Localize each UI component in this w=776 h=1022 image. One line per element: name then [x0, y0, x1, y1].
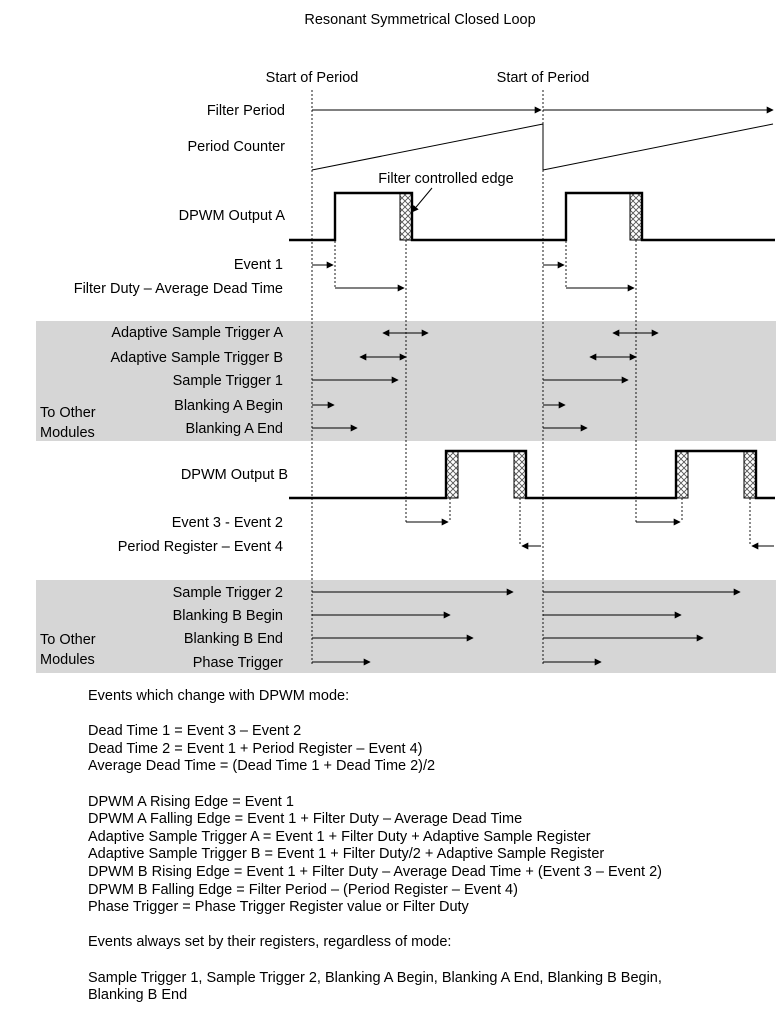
- filter-duty-label: Filter Duty – Average Dead Time: [74, 281, 283, 297]
- band2-side-line1: To Other: [40, 632, 96, 648]
- start-of-period-label-1: Start of Period: [266, 70, 359, 86]
- dpwm-b-hatch-2: [513, 450, 527, 499]
- equations-notes: Events which change with DPWM mode: Dead…: [88, 688, 768, 1005]
- band2-row-blank-b-end: Blanking B End: [184, 631, 283, 647]
- filter-period-label: Filter Period: [207, 103, 285, 119]
- dpwm-a-hatch-1: [399, 192, 413, 241]
- band1-row-adaptive-b: Adaptive Sample Trigger B: [111, 350, 283, 366]
- band2-row-sample-2: Sample Trigger 2: [173, 585, 283, 601]
- period-reg-label: Period Register – Event 4: [118, 539, 283, 555]
- dpwm-a-label: DPWM Output A: [179, 208, 286, 224]
- event1-label: Event 1: [234, 257, 283, 273]
- note-line: Sample Trigger 1, Sample Trigger 2, Blan…: [88, 969, 662, 986]
- band2-row-phase-trigger: Phase Trigger: [193, 655, 283, 671]
- note-line: Dead Time 2 = Event 1 + Period Register …: [88, 740, 423, 757]
- notes-heading-registers: Events always set by their registers, re…: [88, 934, 452, 951]
- note-line: DPWM B Rising Edge = Event 1 + Filter Du…: [88, 863, 662, 880]
- band1-row-adaptive-a: Adaptive Sample Trigger A: [111, 325, 283, 341]
- note-line: DPWM B Falling Edge = Filter Period – (P…: [88, 881, 518, 898]
- dpwm-b-hatch-3: [675, 450, 689, 499]
- dpwm-a-hatch-2: [629, 192, 643, 241]
- band1-side-line2: Modules: [40, 425, 95, 441]
- note-line: DPWM A Rising Edge = Event 1: [88, 793, 294, 810]
- diagram-title: Resonant Symmetrical Closed Loop: [304, 12, 535, 28]
- band-bottom: [36, 580, 776, 673]
- dpwm-a-waveform: [289, 191, 775, 242]
- dpwm-b-hatch-4: [743, 450, 757, 499]
- band1-row-blank-a-end: Blanking A End: [185, 421, 283, 437]
- note-line: Blanking B End: [88, 987, 188, 1004]
- band2-side-line2: Modules: [40, 652, 95, 668]
- period-counter-label: Period Counter: [187, 139, 285, 155]
- notes-heading-mode: Events which change with DPWM mode:: [88, 688, 350, 704]
- timing-diagram: Resonant Symmetrical Closed Loop Start o…: [36, 12, 776, 673]
- note-line: Adaptive Sample Trigger A = Event 1 + Fi…: [88, 828, 591, 845]
- band2-row-blank-b-begin: Blanking B Begin: [173, 608, 283, 624]
- band1-row-blank-a-begin: Blanking A Begin: [174, 398, 283, 414]
- start-of-period-label-2: Start of Period: [497, 70, 590, 86]
- filter-edge-annotation: Filter controlled edge: [378, 171, 513, 187]
- period-counter-ramp-1: [311, 123, 544, 171]
- note-line: Phase Trigger = Phase Trigger Register v…: [88, 899, 469, 916]
- band1-side-line1: To Other: [40, 405, 96, 421]
- note-line: DPWM A Falling Edge = Event 1 + Filter D…: [88, 811, 523, 828]
- period-counter-ramp-2: [542, 123, 774, 171]
- note-line: Adaptive Sample Trigger B = Event 1 + Fi…: [88, 846, 605, 863]
- dpwm-b-hatch-1: [445, 450, 459, 499]
- filter-edge-pointer: [411, 187, 433, 213]
- band1-row-sample-1: Sample Trigger 1: [173, 373, 283, 389]
- note-line: Average Dead Time = (Dead Time 1 + Dead …: [88, 758, 436, 775]
- dpwm-b-waveform: [289, 449, 775, 500]
- event3-2-label: Event 3 - Event 2: [172, 515, 283, 531]
- dpwm-b-label: DPWM Output B: [181, 467, 288, 483]
- note-line: Dead Time 1 = Event 3 – Event 2: [88, 723, 302, 740]
